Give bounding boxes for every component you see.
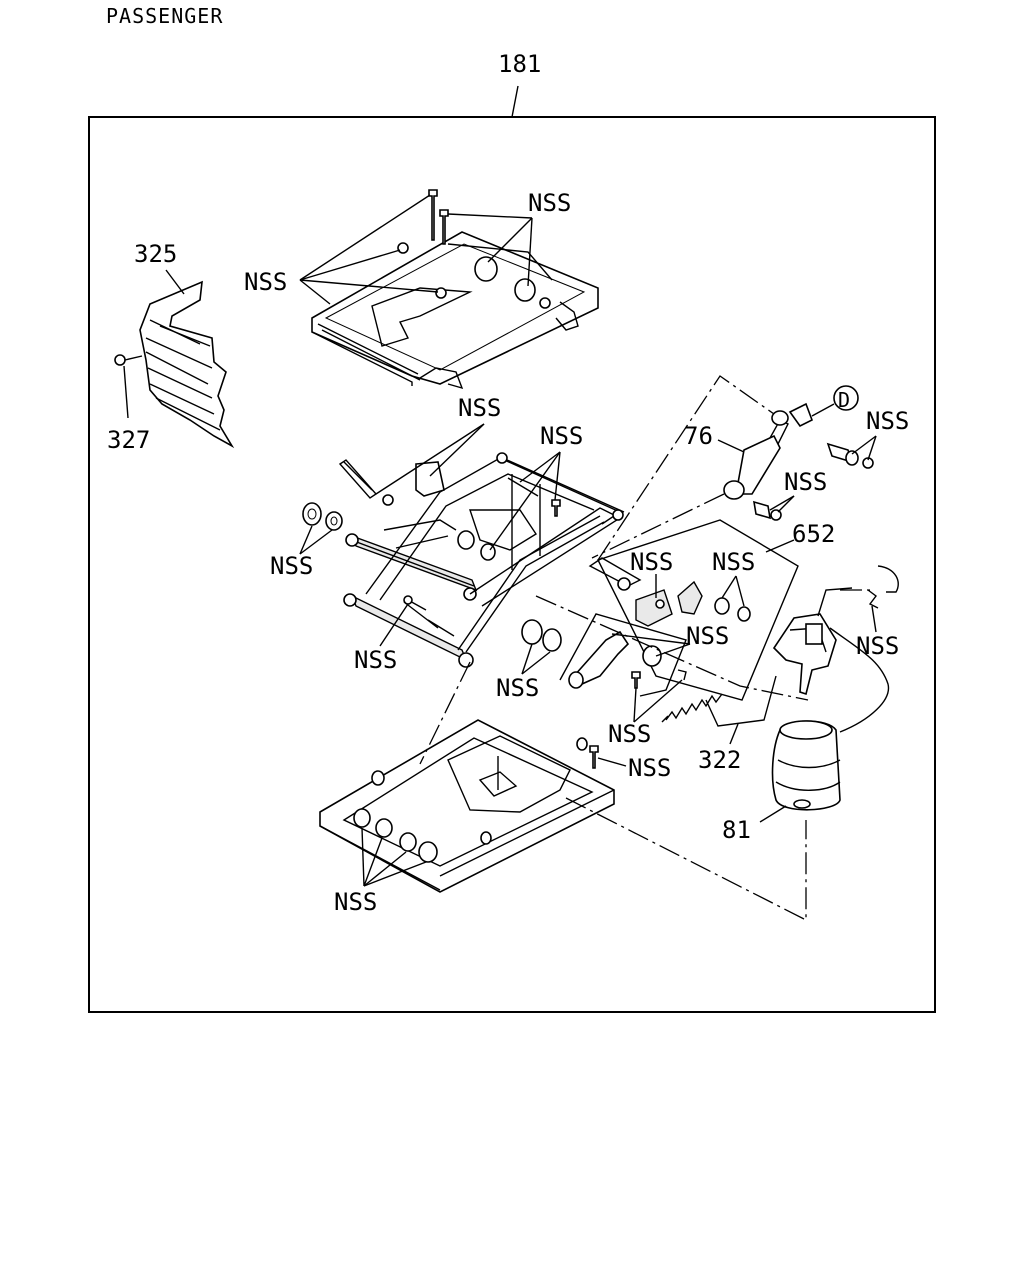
screw-327	[114, 354, 143, 366]
callout-322-label: 322	[698, 746, 741, 774]
nss-valve-clip-leader	[871, 605, 877, 633]
nss-label-shock-bottom: NSS	[784, 468, 827, 496]
nss-shock-callouts: NSS NSS	[769, 407, 909, 513]
callout-325-label: 325	[134, 240, 177, 268]
callout-652-label: 652	[792, 520, 835, 548]
nss-label-valve-clip: NSS	[856, 632, 899, 660]
nss-label-middle-spring: NSS	[540, 422, 583, 450]
nss-label-washers: NSS	[270, 552, 313, 580]
nss-valve-callouts: NSS NSS	[630, 548, 755, 607]
diagram-frame	[88, 116, 936, 1013]
nss-label-top-left: NSS	[244, 268, 287, 296]
nss-label-base-rollers: NSS	[334, 888, 377, 916]
nss-top-callout: NSS NSS	[244, 189, 571, 305]
callout-327-label: 327	[107, 426, 150, 454]
group-652-outline	[597, 519, 799, 701]
scissor-linkage	[338, 452, 642, 668]
valve-block	[635, 580, 751, 627]
page-title: PASSENGER	[106, 4, 223, 28]
washers-left	[302, 502, 343, 531]
callout-81-leader	[759, 805, 787, 823]
upper-seat-frame	[311, 189, 599, 390]
nss-label-bushing: NSS	[496, 674, 539, 702]
callout-322-bracket	[705, 675, 777, 727]
callout-81-label: 81	[722, 816, 751, 844]
shock-absorber-76: D	[723, 385, 874, 521]
assembly-ref-leader	[511, 85, 519, 118]
nss-label-top-right: NSS	[528, 189, 571, 217]
air-spring-81	[771, 720, 841, 811]
spring-322	[661, 693, 723, 723]
assembly-phantom-lines	[419, 375, 872, 922]
callout-652-leader	[765, 539, 795, 553]
lever-bracket	[568, 630, 687, 689]
assembly-ref-label: 181	[498, 50, 541, 78]
callout-76-label: 76	[684, 422, 713, 450]
nss-label-middle-top: NSS	[458, 394, 501, 422]
callout-d-circle	[833, 385, 859, 411]
nss-base-callouts: NSS NSS	[334, 754, 671, 916]
callout-76-leader	[717, 439, 745, 453]
nss-label-lever: NSS	[686, 622, 729, 650]
side-cover-325	[139, 280, 235, 449]
lever-group-outline	[559, 613, 687, 697]
nss-label-valve-left: NSS	[630, 548, 673, 576]
nss-lever-callouts: NSS NSS	[608, 622, 729, 748]
nss-label-valve-right: NSS	[712, 548, 755, 576]
callout-325-leader	[165, 269, 185, 295]
nss-label-base-bolt: NSS	[628, 754, 671, 782]
callout-322-leader	[729, 723, 739, 745]
control-valve	[772, 565, 899, 733]
bushing-center	[521, 619, 562, 652]
nss-label-shock-top: NSS	[866, 407, 909, 435]
nss-middle-callouts: NSS NSS NSS NSS NSS	[270, 394, 583, 702]
nss-label-bolt: NSS	[354, 646, 397, 674]
lower-base-frame	[319, 719, 615, 893]
callout-d-label: D	[838, 388, 850, 412]
nss-label-lever-bottom: NSS	[608, 720, 651, 748]
callout-327-leader	[123, 365, 129, 419]
